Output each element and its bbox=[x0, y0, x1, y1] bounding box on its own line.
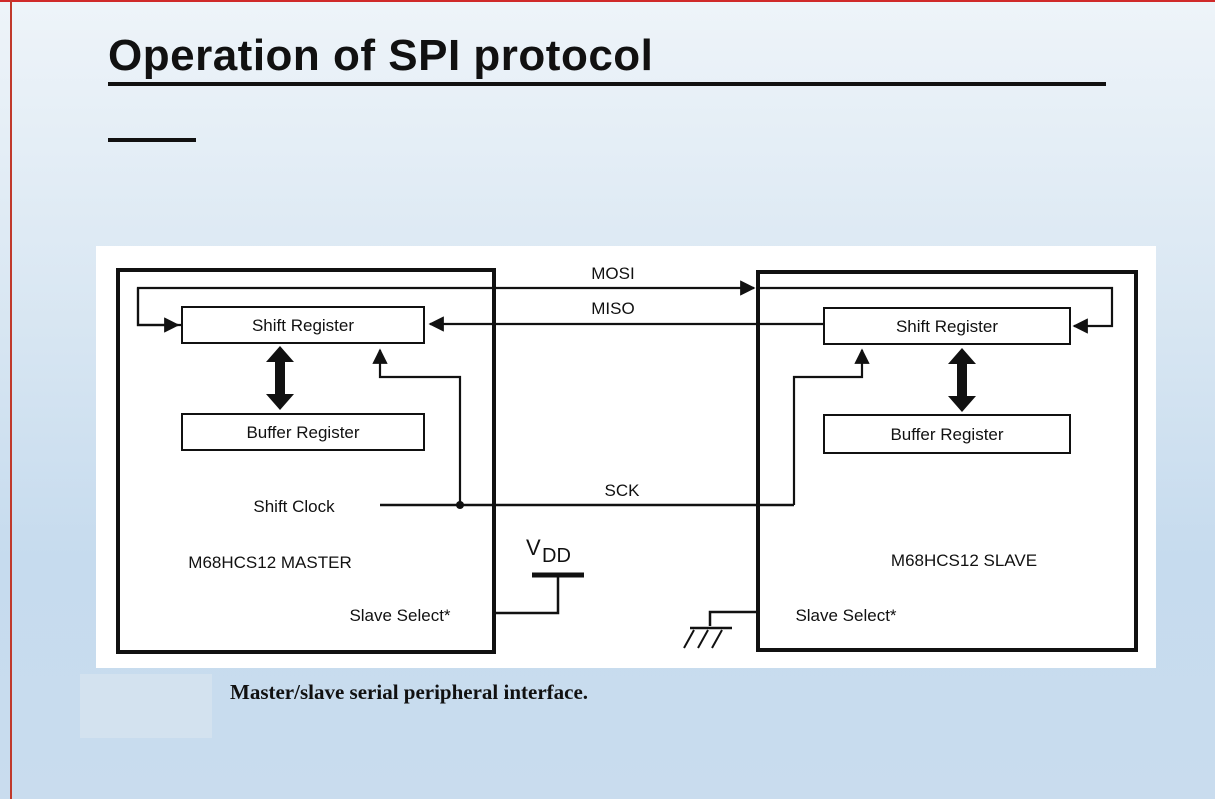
slave-buffer-register-label: Buffer Register bbox=[890, 425, 1003, 444]
vdd-subscript: DD bbox=[542, 545, 571, 567]
master-shift-register bbox=[181, 306, 425, 344]
master-buffer-register-label: Buffer Register bbox=[246, 423, 359, 442]
figure-caption: Master/slave serial peripheral interface… bbox=[230, 680, 589, 704]
master-double-arrow bbox=[266, 346, 294, 410]
slide-top-border bbox=[0, 0, 1215, 2]
mosi-label: MOSI bbox=[591, 264, 634, 283]
slide-left-border bbox=[10, 0, 12, 799]
slave-shift-register bbox=[823, 307, 1071, 345]
master-clock-line bbox=[372, 348, 462, 505]
slave-shift-register-label: Shift Register bbox=[896, 317, 998, 336]
slave-buffer-register bbox=[823, 414, 1071, 454]
title-underline-continuation bbox=[108, 138, 196, 142]
slave-block bbox=[756, 270, 1138, 652]
ground-symbol bbox=[683, 610, 758, 649]
master-block bbox=[116, 268, 496, 654]
master-slave-select-label: Slave Select* bbox=[349, 606, 450, 625]
master-buffer-register bbox=[181, 413, 425, 451]
vdd-symbol bbox=[494, 572, 584, 615]
slave-slave-select-label: Slave Select* bbox=[795, 606, 896, 625]
title-underline bbox=[108, 82, 1106, 86]
sck-label: SCK bbox=[605, 481, 641, 500]
master-feedback-line bbox=[136, 288, 180, 333]
slave-input-loop bbox=[758, 286, 1114, 334]
shift-clock-label: Shift Clock bbox=[253, 497, 335, 516]
master-shift-register-label: Shift Register bbox=[252, 316, 354, 335]
slave-name-label: M68HCS12 SLAVE bbox=[891, 551, 1037, 570]
caption-background-box bbox=[80, 674, 212, 738]
spi-diagram: Shift Register Buffer Register Shift Reg… bbox=[116, 264, 1138, 654]
master-name-label: M68HCS12 MASTER bbox=[188, 553, 351, 572]
spi-diagram-panel: Shift Register Buffer Register Shift Reg… bbox=[96, 246, 1156, 668]
slave-clock-line bbox=[792, 348, 870, 505]
slave-double-arrow bbox=[948, 348, 976, 412]
slide-title: Operation of SPI protocol bbox=[108, 31, 654, 80]
miso-label: MISO bbox=[591, 299, 634, 318]
vdd-label: V bbox=[526, 535, 541, 560]
